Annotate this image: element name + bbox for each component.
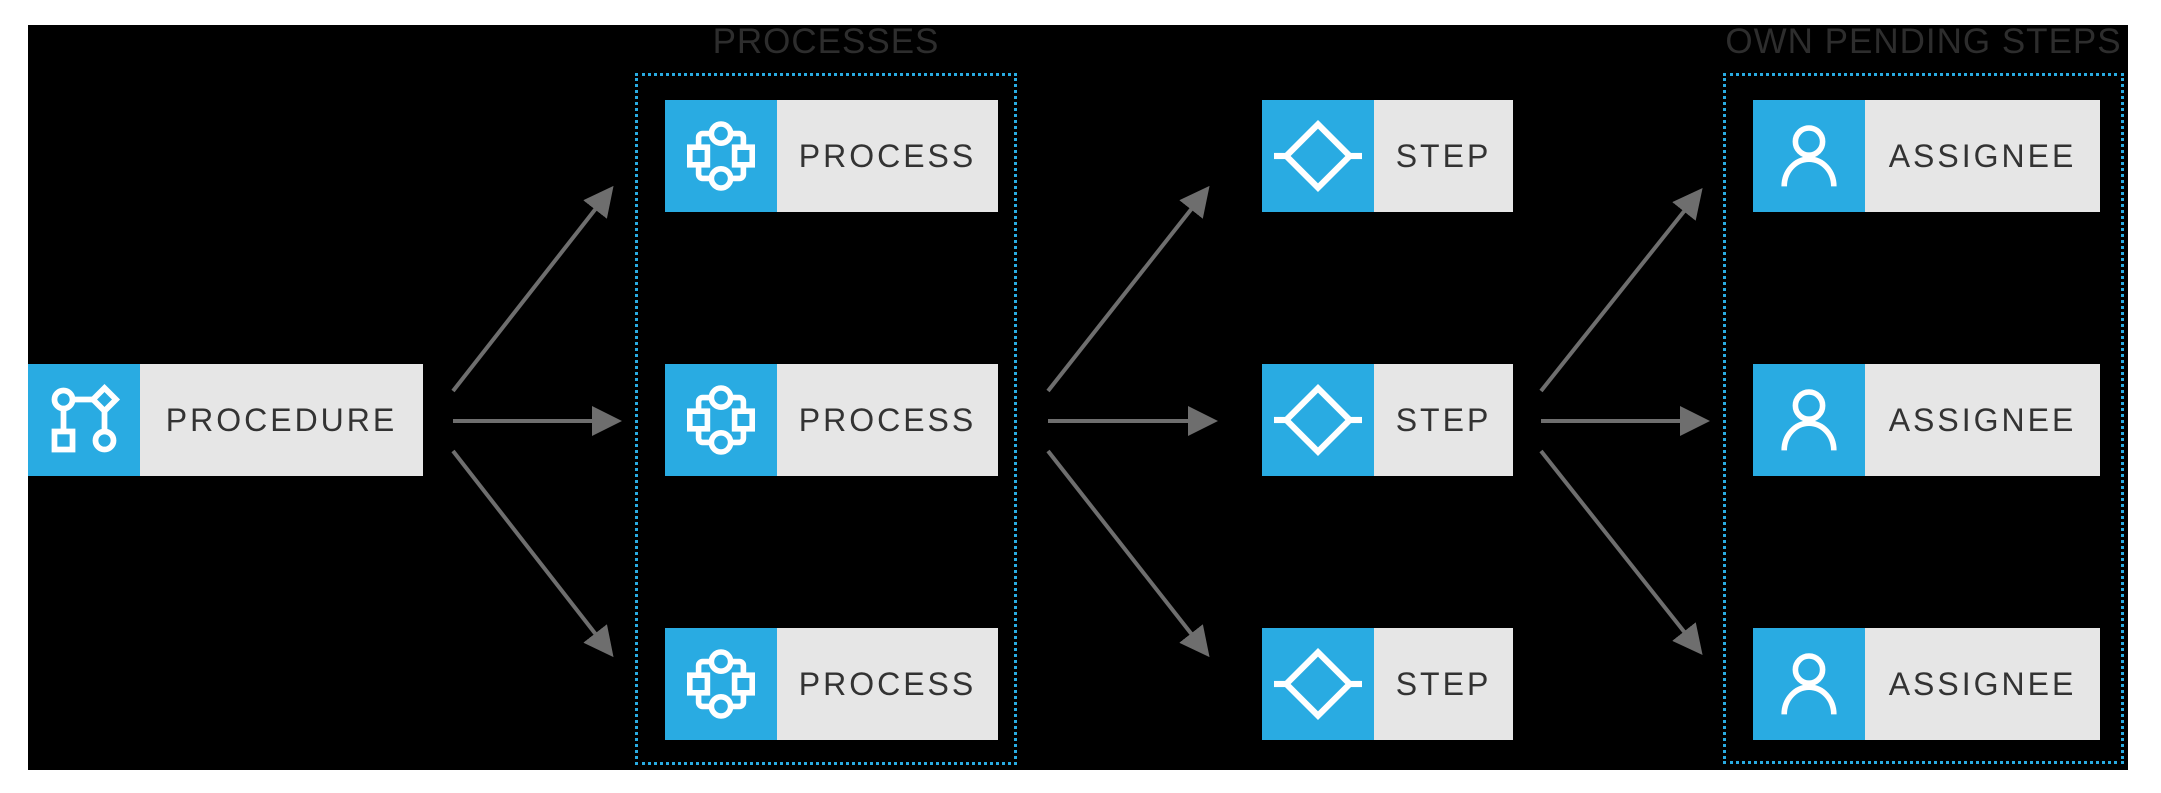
process-node-1: PROCESS xyxy=(665,100,998,212)
assignee-label: ASSIGNEE xyxy=(1865,100,2100,212)
person-icon xyxy=(1781,389,1837,451)
process-icon-box xyxy=(665,100,777,212)
group-processes-box xyxy=(635,73,1017,765)
step-node-1: STEP xyxy=(1262,100,1513,212)
person-icon xyxy=(1781,653,1837,715)
assignee-icon-box xyxy=(1753,100,1865,212)
step-label: STEP xyxy=(1374,628,1513,740)
process-icon-box xyxy=(665,364,777,476)
assignee-node-1: ASSIGNEE xyxy=(1753,100,2100,212)
assignee-icon-box xyxy=(1753,628,1865,740)
workflow-icon xyxy=(51,383,121,453)
step-icon-box xyxy=(1262,364,1374,476)
group-own-pending-steps-title: OWN PENDING STEPS xyxy=(1725,22,2122,61)
group-processes-title: PROCESSES xyxy=(712,22,940,61)
assignee-label: ASSIGNEE xyxy=(1865,628,2100,740)
procedure-icon-box xyxy=(28,364,140,476)
person-icon xyxy=(1781,125,1837,187)
process-label: PROCESS xyxy=(777,364,998,476)
assignee-label: ASSIGNEE xyxy=(1865,364,2100,476)
step-diamond-icon xyxy=(1274,119,1362,193)
step-node-2: STEP xyxy=(1262,364,1513,476)
process-node-2: PROCESS xyxy=(665,364,998,476)
process-node-3: PROCESS xyxy=(665,628,998,740)
step-diamond-icon xyxy=(1274,647,1362,721)
step-node-3: STEP xyxy=(1262,628,1513,740)
assignee-icon-box xyxy=(1753,364,1865,476)
step-label: STEP xyxy=(1374,364,1513,476)
procedure-node: PROCEDURE xyxy=(28,364,423,476)
process-label: PROCESS xyxy=(777,628,998,740)
procedure-label: PROCEDURE xyxy=(140,364,423,476)
group-own-pending-steps-box xyxy=(1723,73,2124,764)
step-icon-box xyxy=(1262,100,1374,212)
process-icon xyxy=(687,121,755,191)
process-icon-box xyxy=(665,628,777,740)
step-icon-box xyxy=(1262,628,1374,740)
step-label: STEP xyxy=(1374,100,1513,212)
assignee-node-2: ASSIGNEE xyxy=(1753,364,2100,476)
assignee-node-3: ASSIGNEE xyxy=(1753,628,2100,740)
process-icon xyxy=(687,385,755,455)
process-icon xyxy=(687,649,755,719)
step-diamond-icon xyxy=(1274,383,1362,457)
diagram-canvas: PROCESSES OWN PENDING STEPS PROCEDURE xyxy=(28,22,2128,770)
process-label: PROCESS xyxy=(777,100,998,212)
